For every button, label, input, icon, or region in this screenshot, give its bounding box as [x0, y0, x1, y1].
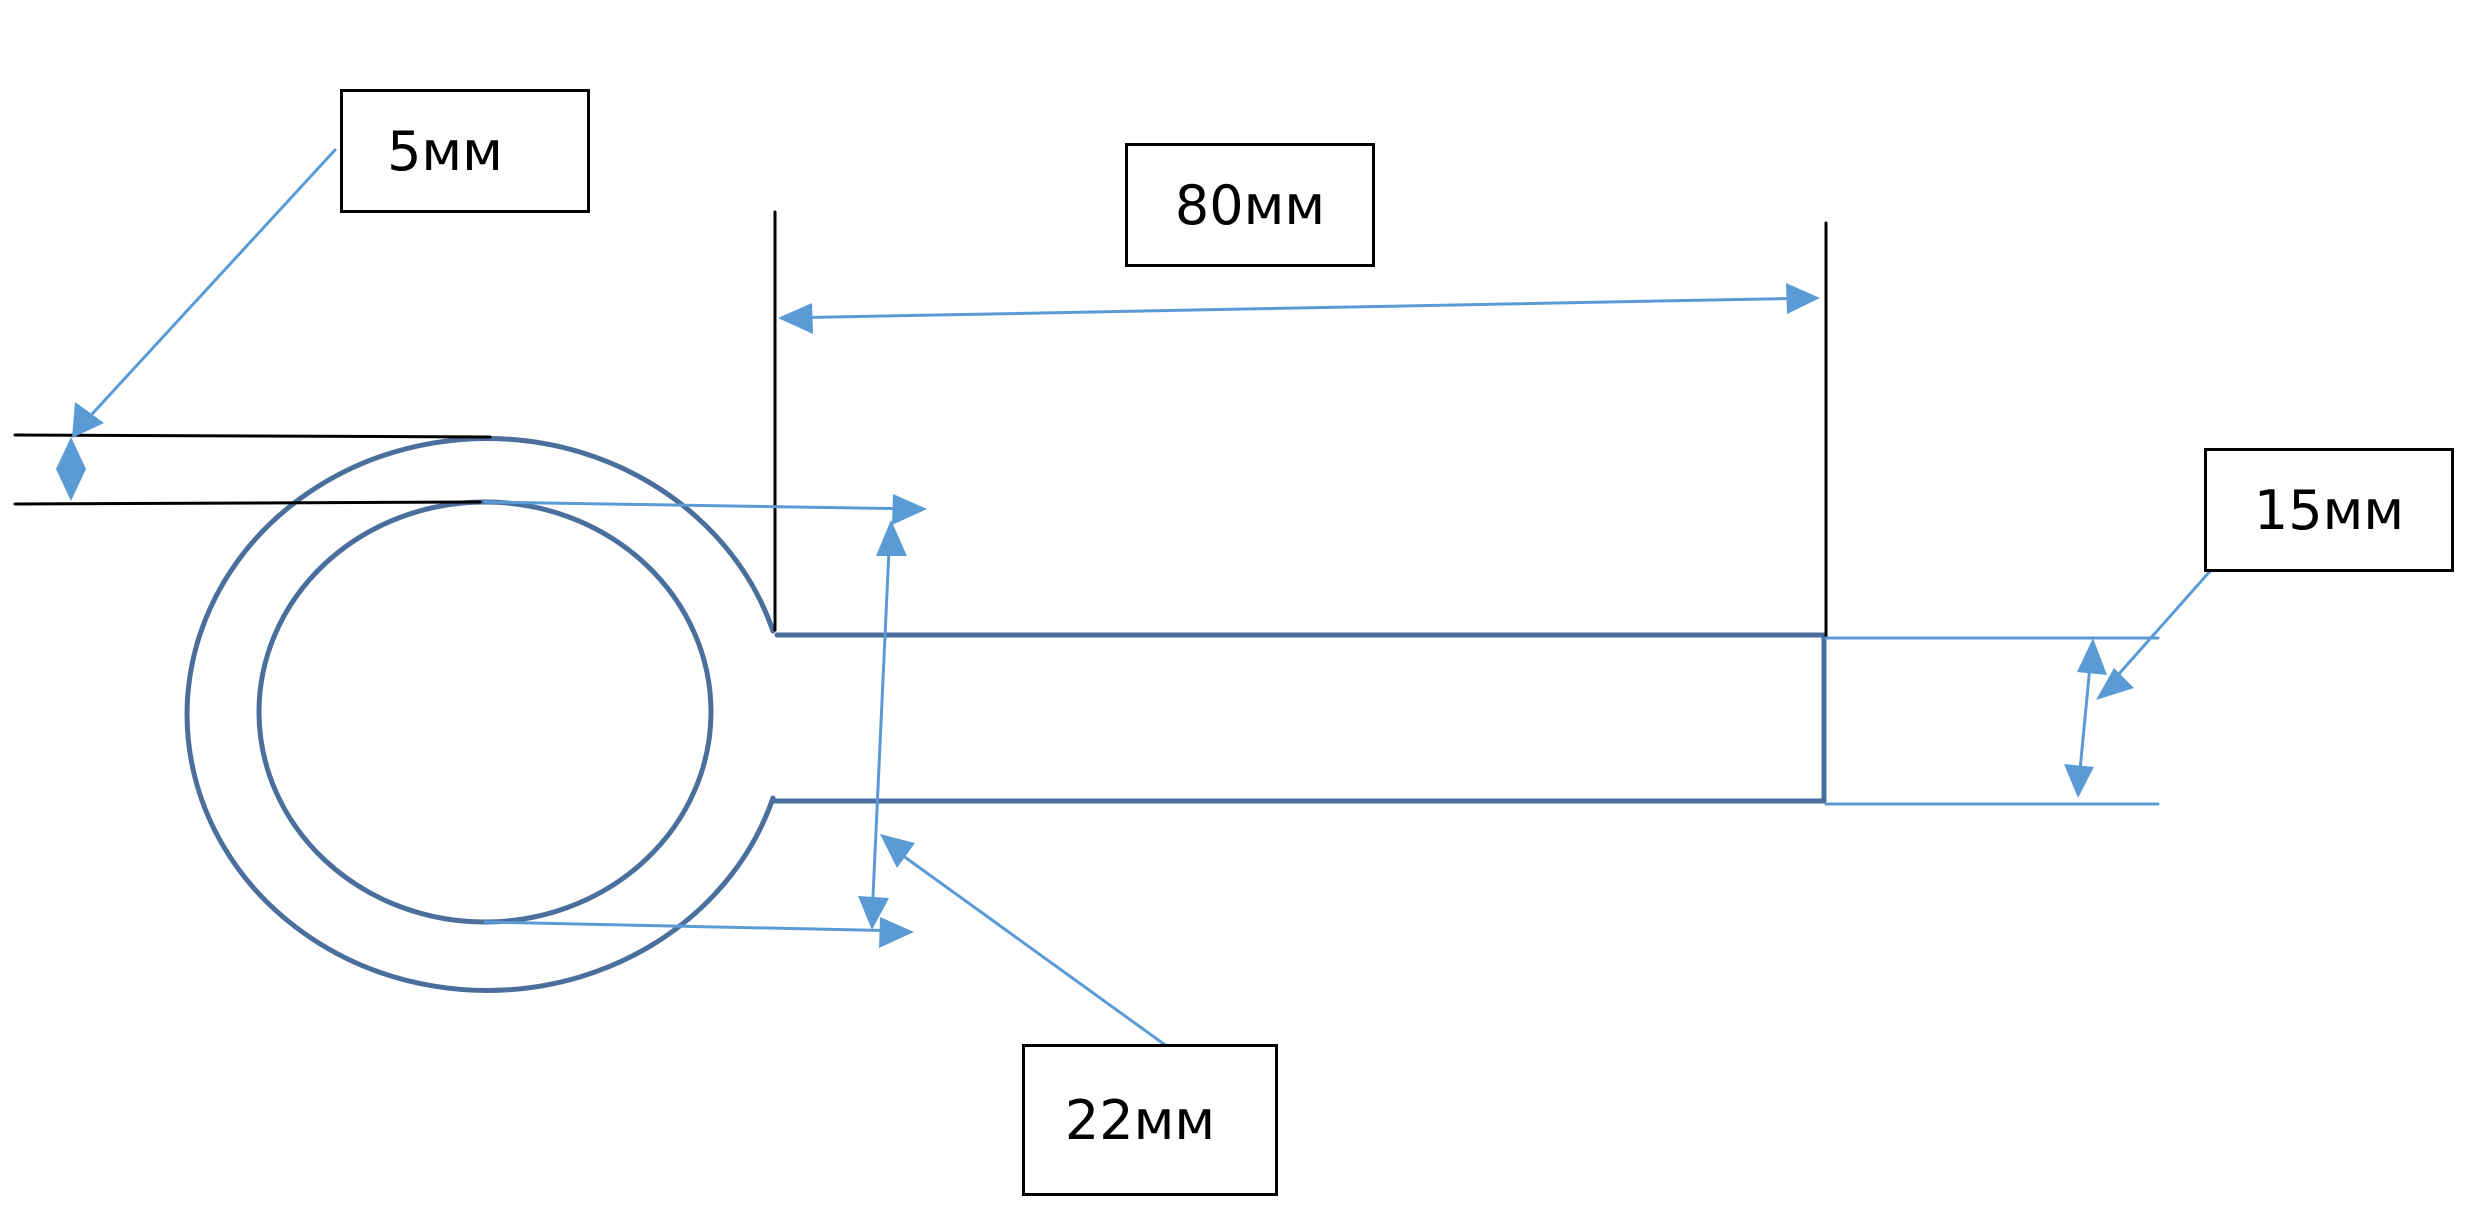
label-box-5mm: 5мм — [340, 89, 590, 213]
dim-5-leader — [80, 148, 337, 427]
arrow-15-top — [2077, 638, 2107, 675]
arrow-15-bottom — [2064, 764, 2094, 798]
dim-22-ext-bottom — [483, 920, 908, 933]
arrow-22-dim-top — [876, 520, 907, 556]
extension-lines — [13, 210, 1828, 638]
arrow-5-leader — [72, 402, 104, 438]
dim-15-leader — [2100, 558, 2222, 695]
label-box-80mm: 80мм — [1125, 143, 1375, 267]
arrow-22-top-ext — [892, 494, 927, 525]
dim-22-line — [870, 526, 892, 920]
arrow-80-left — [778, 303, 813, 334]
arrow-80-right — [1786, 283, 1820, 314]
arrow-5-diamond — [56, 437, 86, 501]
arrow-22-bottom-ext — [879, 917, 914, 948]
arrow-22-leader — [880, 834, 915, 868]
label-box-22mm: 22мм — [1022, 1044, 1278, 1196]
arrow-22-dim-bottom — [858, 896, 889, 930]
ext-line-5-bottom — [13, 500, 482, 506]
dimension-lines — [80, 148, 2222, 1049]
label-box-15mm: 15мм — [2204, 448, 2454, 572]
bar-body — [770, 632, 1827, 804]
outer-ring — [184, 436, 776, 993]
arrowheads — [56, 283, 2134, 948]
dim-80-line — [780, 296, 1817, 320]
label-22mm: 22мм — [1064, 1088, 1216, 1152]
inner-ring — [256, 499, 714, 925]
arrow-15-leader — [2096, 668, 2134, 700]
label-15mm: 15мм — [2253, 478, 2405, 542]
dim-22-leader — [893, 848, 1170, 1049]
dim-22-ext-top — [483, 500, 920, 511]
part-outline — [184, 436, 1827, 993]
label-5mm: 5мм — [387, 119, 503, 183]
label-80mm: 80мм — [1174, 173, 1326, 237]
ext-line-5-top — [13, 433, 492, 439]
